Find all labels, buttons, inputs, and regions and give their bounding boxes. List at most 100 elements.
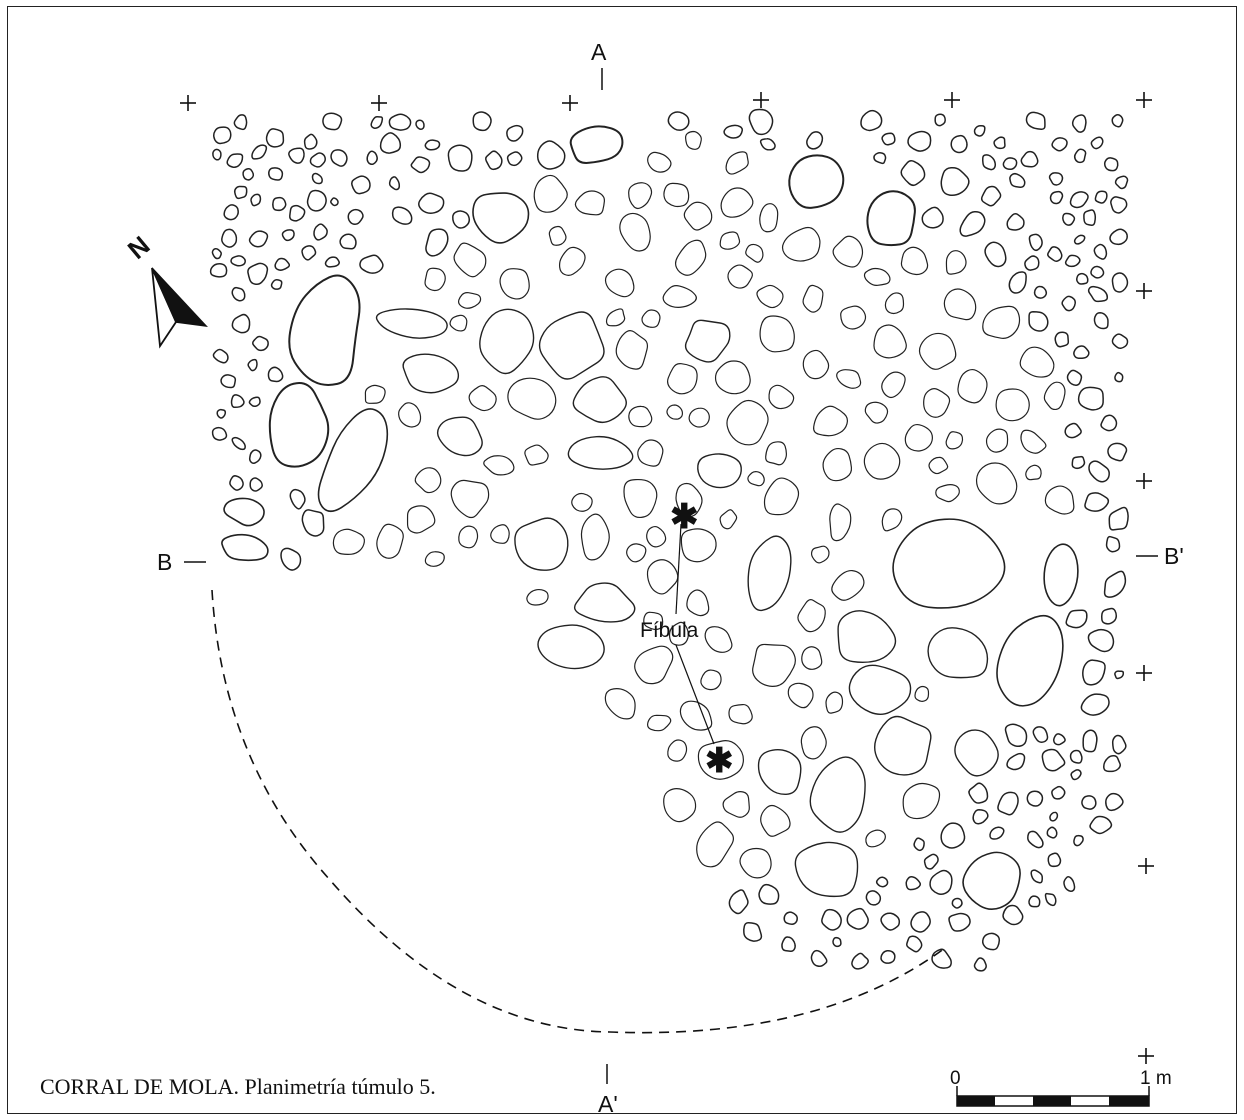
- stone: [1026, 790, 1044, 807]
- stone: [1004, 723, 1028, 748]
- stone: [801, 646, 823, 670]
- stone: [213, 126, 232, 145]
- stone: [714, 360, 751, 395]
- stone: [787, 682, 814, 709]
- stone: [662, 285, 697, 308]
- stone: [221, 533, 269, 562]
- stone: [950, 134, 968, 154]
- stone: [945, 250, 967, 275]
- stone: [524, 444, 549, 466]
- stone: [436, 416, 483, 457]
- stone: [781, 936, 796, 952]
- stone: [848, 664, 912, 715]
- stone: [249, 477, 263, 492]
- scale-bar-segment: [1109, 1096, 1149, 1106]
- stone: [910, 911, 931, 933]
- grid-cross: [1136, 665, 1152, 681]
- grid-cross: [1136, 283, 1152, 299]
- stone: [231, 436, 246, 451]
- stone: [458, 291, 482, 309]
- stone: [533, 174, 568, 213]
- stone: [1090, 136, 1104, 150]
- stone: [907, 130, 932, 152]
- stone: [788, 154, 845, 209]
- stone: [230, 255, 246, 267]
- stone: [458, 525, 479, 549]
- stone: [865, 890, 882, 906]
- stone: [506, 124, 524, 142]
- stone: [810, 949, 828, 968]
- stone: [1100, 414, 1118, 432]
- stone: [330, 149, 348, 167]
- stone: [1087, 285, 1109, 303]
- stone: [829, 503, 852, 542]
- stone: [1088, 460, 1110, 483]
- stone: [1083, 209, 1097, 226]
- stone: [628, 405, 653, 428]
- stone: [211, 248, 222, 260]
- stone: [379, 132, 402, 154]
- stone: [209, 263, 228, 278]
- stone: [997, 791, 1019, 816]
- stone: [1073, 148, 1087, 164]
- stone: [995, 388, 1030, 422]
- stone: [1051, 785, 1066, 800]
- stone: [1093, 243, 1108, 260]
- stone: [666, 404, 684, 420]
- north-arrow: N: [122, 230, 208, 349]
- stone: [415, 119, 425, 130]
- stone: [873, 324, 907, 359]
- stone: [1111, 114, 1124, 128]
- stone: [865, 829, 886, 848]
- stone: [628, 182, 653, 210]
- stone: [928, 456, 949, 475]
- scale-bar-segment: [1033, 1096, 1071, 1106]
- stone: [1082, 659, 1106, 686]
- stone: [1009, 172, 1026, 188]
- stone: [507, 377, 557, 420]
- stone: [452, 210, 471, 229]
- stone: [1028, 233, 1043, 252]
- stone: [1062, 212, 1076, 226]
- stone: [837, 610, 897, 664]
- stone: [851, 952, 869, 970]
- stone: [759, 203, 779, 233]
- stone: [233, 185, 248, 200]
- stone: [1069, 191, 1089, 209]
- stone: [783, 911, 798, 925]
- section-b-label: B: [157, 549, 172, 575]
- stone: [414, 467, 442, 494]
- stone: [479, 308, 535, 375]
- stone: [410, 156, 431, 174]
- stone: [975, 462, 1018, 505]
- stone: [615, 330, 649, 370]
- stone: [1087, 628, 1115, 653]
- stone: [272, 196, 287, 212]
- stone: [806, 131, 824, 150]
- stone: [1044, 892, 1057, 907]
- stone: [719, 231, 741, 250]
- stone: [802, 349, 830, 380]
- stone: [231, 286, 246, 302]
- stone: [1069, 749, 1083, 764]
- stone: [424, 139, 441, 151]
- grid-cross: [944, 92, 960, 108]
- stone: [1032, 726, 1049, 743]
- stone: [364, 384, 386, 404]
- stone: [906, 935, 923, 953]
- stone: [1111, 734, 1127, 755]
- stone: [1090, 265, 1105, 279]
- stone: [311, 172, 323, 185]
- stone: [980, 185, 1002, 207]
- stone: [728, 703, 753, 725]
- stone: [935, 484, 960, 503]
- stone: [1100, 607, 1118, 625]
- stone: [274, 257, 291, 271]
- stone: [802, 284, 824, 313]
- stone: [605, 308, 626, 327]
- stone: [981, 154, 997, 171]
- stone: [472, 111, 492, 132]
- grid-cross: [180, 95, 196, 111]
- stone: [697, 740, 745, 780]
